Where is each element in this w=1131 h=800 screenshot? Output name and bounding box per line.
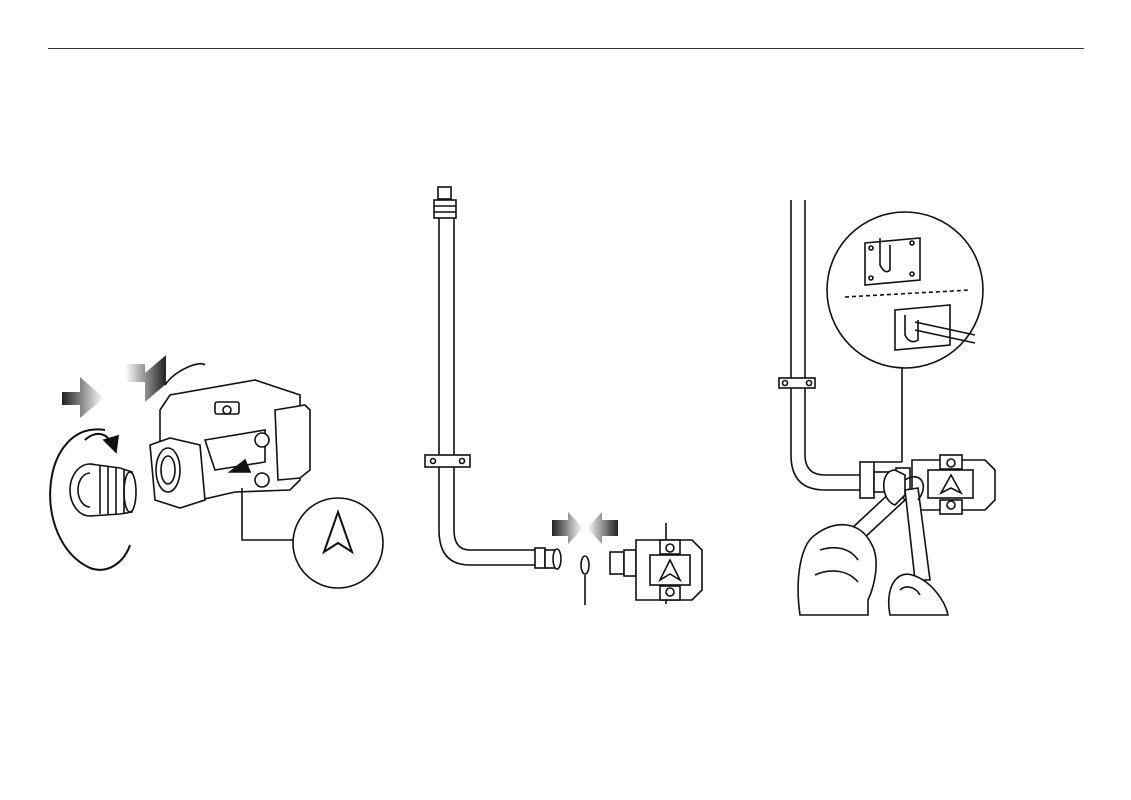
panel-step-1 (50, 355, 383, 588)
panel-step-2 (425, 187, 702, 605)
valve-body (610, 523, 702, 604)
pipe-connector (535, 548, 561, 569)
wall-bracket (425, 455, 470, 467)
valve-body (150, 364, 310, 540)
sealing-washer (581, 556, 589, 605)
pipe (434, 187, 535, 565)
push-arrows-icon (552, 512, 618, 544)
panel-step-3 (779, 200, 995, 615)
flow-direction-arrow-icon (293, 498, 383, 588)
push-arrows-icon (62, 355, 166, 418)
reducer-fitting (70, 464, 136, 516)
bracket-detail-icon (827, 212, 983, 462)
wall-bracket (779, 378, 874, 498)
